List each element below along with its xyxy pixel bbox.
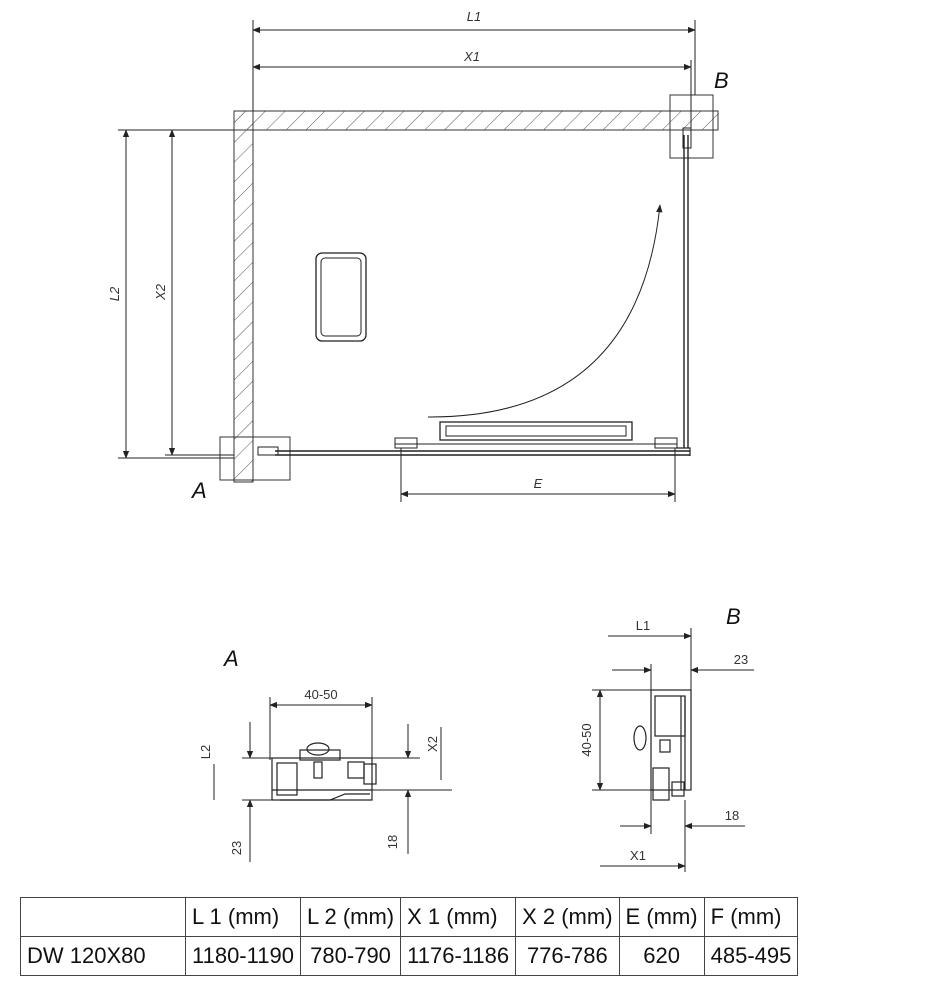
dimension-l2 xyxy=(118,129,234,459)
detail-a-title: A xyxy=(222,646,239,671)
plan-view: L1 X1 L2 X2 E A B xyxy=(107,9,729,503)
table-header-cell xyxy=(20,897,186,937)
door-swing-arc xyxy=(427,204,663,418)
callout-b: B xyxy=(714,68,729,93)
drain-icon xyxy=(315,252,367,342)
table-header-cell: E (mm) xyxy=(618,897,705,937)
dimension-x2 xyxy=(165,129,234,456)
detail-a-23-label: 23 xyxy=(229,841,244,855)
detail-b-title: B xyxy=(726,604,741,629)
table-header-cell: F (mm) xyxy=(703,897,799,937)
detail-a-x2-label: X2 xyxy=(425,736,440,752)
table-cell: DW 120X80 xyxy=(20,936,186,976)
table-cell: 780-790 xyxy=(299,936,402,976)
detail-a-profile xyxy=(271,742,377,801)
dimension-l1 xyxy=(252,20,696,111)
detail-b-height-label: 40-50 xyxy=(579,723,594,756)
detail-b-x1-label: X1 xyxy=(630,848,646,863)
table-header-cell: X 1 (mm) xyxy=(400,897,517,937)
table-cell: 485-495 xyxy=(703,936,799,976)
top-wall xyxy=(233,110,719,131)
detail-b-l1-label: L1 xyxy=(636,618,650,633)
right-glass-panel xyxy=(676,127,692,456)
detail-b-23-label: 23 xyxy=(734,652,748,667)
detail-a-width-label: 40-50 xyxy=(304,687,337,702)
dim-x1-label: X1 xyxy=(463,49,480,64)
technical-drawing: L1 X1 L2 X2 E A B A xyxy=(107,9,754,872)
table-header-cell: L 2 (mm) xyxy=(299,897,402,937)
table-cell: 1176-1186 xyxy=(400,936,517,976)
door-handle xyxy=(439,421,633,441)
dim-l2-label: L2 xyxy=(107,286,122,301)
table-row: DW 120X80 1180-1190 780-790 1176-1186 77… xyxy=(20,936,799,976)
callout-a: A xyxy=(190,478,207,503)
detail-a-l2-label: L2 xyxy=(198,745,213,759)
table-cell: 776-786 xyxy=(515,936,620,976)
detail-b: B L1 23 40-50 18 X1 xyxy=(579,604,754,872)
dim-e-label: E xyxy=(534,476,543,491)
table-header-cell: L 1 (mm) xyxy=(185,897,301,937)
table-header-row: L 1 (mm) L 2 (mm) X 1 (mm) X 2 (mm) E (m… xyxy=(20,897,799,937)
front-glass-panel xyxy=(257,437,690,456)
detail-b-profile xyxy=(633,689,692,801)
table-header-cell: X 2 (mm) xyxy=(515,897,620,937)
left-wall xyxy=(233,110,254,483)
dimension-e xyxy=(400,448,676,502)
dimension-x1 xyxy=(252,60,692,130)
detail-a: A 40-50 L2 23 X2 18 xyxy=(198,646,452,862)
table-cell: 1180-1190 xyxy=(185,936,301,976)
detail-a-18-label: 18 xyxy=(385,835,400,849)
spec-table: L 1 (mm) L 2 (mm) X 1 (mm) X 2 (mm) E (m… xyxy=(20,897,799,976)
dim-x2-label: X2 xyxy=(153,283,168,301)
detail-b-18-label: 18 xyxy=(725,808,739,823)
table-cell: 620 xyxy=(618,936,705,976)
dim-l1-label: L1 xyxy=(467,9,481,24)
